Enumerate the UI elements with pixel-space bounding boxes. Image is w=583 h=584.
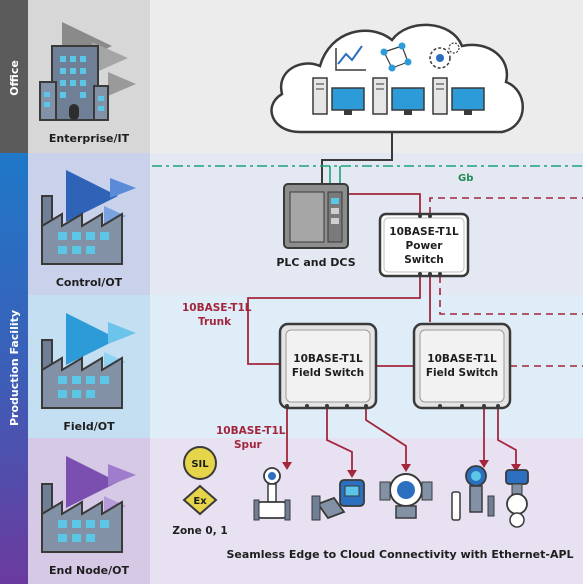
plc-label: PLC and DCS bbox=[276, 256, 355, 269]
level-label-control: Control/OT bbox=[56, 276, 123, 289]
flow-meter-device-icon bbox=[253, 467, 291, 521]
power-switch-line1: 10BASE-T1L bbox=[389, 226, 459, 238]
power-switch-line2: Power bbox=[406, 240, 444, 252]
level-label-enterprise: Enterprise/IT bbox=[49, 132, 130, 145]
field-switch-right-box bbox=[412, 322, 512, 410]
field-factory-icon bbox=[41, 313, 136, 409]
analytics-chart-icon bbox=[335, 45, 366, 71]
field-switch-left-box bbox=[278, 322, 378, 410]
trunk-extension-dashed bbox=[439, 276, 583, 315]
valve-positioner-device-icon bbox=[311, 479, 365, 521]
office-band bbox=[0, 0, 28, 153]
power-switch-box bbox=[378, 212, 470, 278]
control-factory-icon bbox=[41, 170, 136, 265]
production-band bbox=[0, 153, 28, 584]
enterprise-building-icon bbox=[39, 22, 136, 121]
diagram-caption: Seamless Edge to Cloud Connectivity with… bbox=[226, 548, 573, 561]
pressure-transmitter-device-icon bbox=[379, 473, 433, 519]
gb-label: Gb bbox=[458, 173, 473, 184]
field-switch-left-line1: 10BASE-T1L bbox=[293, 353, 363, 365]
spur-arrow-1 bbox=[282, 462, 292, 470]
spur-arrow-5 bbox=[511, 464, 521, 472]
field-switch-left-line2: Field Switch bbox=[292, 367, 364, 379]
office-label: Office bbox=[8, 60, 21, 96]
ex-badge-label: Ex bbox=[193, 496, 207, 507]
spur-cable-3 bbox=[365, 406, 407, 464]
level-label-field: Field/OT bbox=[63, 420, 115, 433]
plc-dcs-device bbox=[283, 183, 349, 249]
zone-label: Zone 0, 1 bbox=[172, 525, 227, 537]
level-label-endnode: End Node/OT bbox=[49, 564, 130, 577]
ex-hazard-badge-icon bbox=[182, 484, 218, 516]
spur-cable-5 bbox=[497, 406, 517, 464]
server-rack-icons bbox=[312, 77, 448, 115]
field-switch-right-line2: Field Switch bbox=[426, 367, 498, 379]
spur-label-line2: Spur bbox=[234, 439, 263, 451]
monitor-icons bbox=[331, 87, 485, 115]
spur-label-line1: 10BASE-T1L bbox=[216, 425, 286, 437]
field-switch-right-line1: 10BASE-T1L bbox=[427, 353, 497, 365]
cloud-uplink-cable bbox=[321, 132, 393, 184]
production-label: Production Facility bbox=[8, 310, 21, 426]
power-switch-uplink-dashed bbox=[429, 197, 583, 214]
spur-arrow-3 bbox=[401, 464, 411, 472]
sil-badge-icon bbox=[183, 446, 217, 480]
plc-to-power-switch-cable bbox=[346, 193, 421, 214]
trunk-label-line2: Trunk bbox=[198, 316, 232, 328]
network-nodes-icon bbox=[380, 42, 412, 72]
endnode-factory-icon bbox=[41, 456, 136, 553]
spur-arrow-2 bbox=[347, 470, 357, 478]
level-transmitter-device-icon bbox=[451, 465, 495, 521]
power-switch-line3: Switch bbox=[404, 254, 444, 266]
trunk-label-line1: 10BASE-T1L bbox=[182, 302, 252, 314]
spur-cable-2 bbox=[326, 406, 353, 470]
spur-arrow-4 bbox=[479, 460, 489, 468]
sil-badge-label: SIL bbox=[191, 459, 209, 470]
control-valve-device-icon bbox=[505, 469, 529, 528]
settings-gear-icon bbox=[429, 42, 460, 69]
trunk-cable bbox=[247, 276, 421, 365]
